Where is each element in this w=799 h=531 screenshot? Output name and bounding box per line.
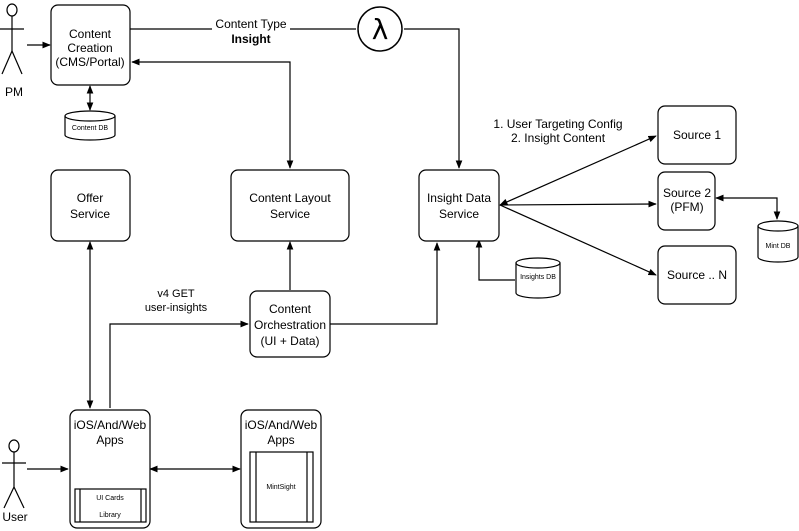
content-db-label: Content DB bbox=[72, 125, 109, 132]
offer-service-box: Offer Service bbox=[50, 169, 131, 242]
content-creation-line-2: Creation bbox=[67, 41, 112, 55]
orchestration-line-3: (UI + Data) bbox=[260, 334, 319, 348]
user-insights-label: user-insights bbox=[145, 302, 208, 314]
stick-figure-icon bbox=[2, 439, 26, 509]
targeting-config-label: 1. User Targeting Config bbox=[493, 117, 622, 131]
content-orchestration-box: Content Orchestration (UI + Data) bbox=[249, 290, 331, 358]
insight-data-service-box: Insight Data Service bbox=[418, 169, 500, 242]
content-layout-service-box: Content Layout Service bbox=[230, 169, 350, 242]
edge-insight-to-source1 bbox=[499, 135, 657, 206]
apps-left-line-1: iOS/And/Web bbox=[74, 418, 147, 432]
lambda-glyph: λ bbox=[372, 13, 389, 46]
orchestration-line-2: Orchestration bbox=[254, 318, 326, 332]
ui-cards-line-1: UI Cards bbox=[96, 495, 124, 502]
user-label: User bbox=[2, 510, 27, 524]
apps-right-line-1: iOS/And/Web bbox=[245, 418, 318, 432]
content-db-cylinder: Content DB bbox=[64, 110, 116, 141]
insights-db-label: Insights DB bbox=[520, 274, 556, 281]
lambda-icon: λ bbox=[357, 6, 403, 52]
insight-data-line-2: Service bbox=[439, 207, 479, 221]
source-2-box: Source 2 (PFM) bbox=[657, 171, 716, 231]
pm-label: PM bbox=[5, 85, 23, 99]
orchestration-line-1: Content bbox=[269, 302, 312, 316]
source-n-box: Source .. N bbox=[657, 245, 737, 305]
edge-source2-mint-db bbox=[715, 194, 781, 220]
source-1-label: Source 1 bbox=[673, 128, 721, 142]
ui-cards-line-2: Library bbox=[99, 512, 121, 519]
edge-insight-to-sourceN bbox=[499, 204, 657, 276]
source-2-line-1: Source 2 bbox=[663, 186, 711, 200]
stick-figure-icon bbox=[0, 3, 24, 75]
mint-db-label: Mint DB bbox=[766, 243, 791, 250]
content-creation-line-1: Content bbox=[69, 27, 112, 41]
content-creation-line-3: (CMS/Portal) bbox=[55, 55, 124, 69]
v4-get-label: v4 GET bbox=[157, 288, 195, 300]
edge-apps-to-orchestration bbox=[109, 320, 249, 408]
content-type-label: Content Type bbox=[215, 17, 286, 31]
source-n-label: Source .. N bbox=[667, 268, 727, 282]
ui-cards-library-box: UI Cards Library bbox=[74, 488, 147, 523]
mint-db-cylinder: Mint DB bbox=[757, 220, 799, 263]
insight-content-label: 2. Insight Content bbox=[511, 131, 606, 145]
content-creation-box: Content Creation (CMS/Portal) bbox=[50, 4, 131, 86]
offer-service-line-1: Offer bbox=[77, 191, 103, 205]
insight-label: Insight bbox=[231, 32, 270, 46]
apps-left-line-2: Apps bbox=[96, 433, 123, 447]
apps-right-line-2: Apps bbox=[267, 433, 294, 447]
source-1-box: Source 1 bbox=[657, 105, 737, 165]
mintsight-label: MintSight bbox=[266, 484, 295, 491]
edge-insight-insights-db bbox=[475, 239, 515, 281]
insight-data-line-1: Insight Data bbox=[427, 191, 491, 205]
content-layout-line-2: Service bbox=[270, 207, 310, 221]
source-2-line-2: (PFM) bbox=[670, 200, 703, 214]
edge-lambda-to-insight-data bbox=[404, 28, 463, 169]
edge-insight-to-source2 bbox=[499, 200, 657, 208]
insights-db-cylinder: Insights DB bbox=[515, 257, 561, 299]
content-layout-line-1: Content Layout bbox=[249, 191, 331, 205]
edge-content-layout-content-creation bbox=[131, 58, 294, 169]
user-actor: User bbox=[2, 439, 28, 524]
offer-service-line-2: Service bbox=[70, 207, 110, 221]
mintsight-box: MintSight bbox=[249, 451, 314, 523]
pm-actor: PM bbox=[0, 3, 24, 99]
edge-orchestration-to-insight-data bbox=[330, 242, 441, 325]
